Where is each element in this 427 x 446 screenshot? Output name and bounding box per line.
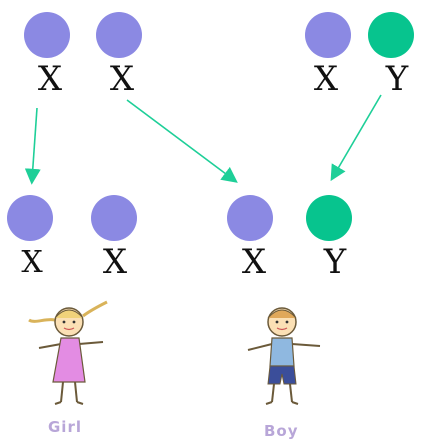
father-label-x: X xyxy=(313,59,339,99)
son-label-x: X xyxy=(241,242,267,282)
daughter-x-chromosome-2 xyxy=(91,195,137,241)
mother-x-chromosome-1 xyxy=(24,12,70,58)
father-label-y: Y xyxy=(385,59,409,99)
daughter-label-2: X xyxy=(102,242,128,282)
arrow-mother-to-daughter xyxy=(24,107,41,185)
girl-figure-icon xyxy=(28,300,108,405)
mother-label-1: X xyxy=(37,59,63,99)
father-x-chromosome xyxy=(305,12,351,58)
father-y-chromosome xyxy=(368,12,414,58)
arrow-father-to-son xyxy=(330,94,382,182)
son-y-chromosome xyxy=(306,195,352,241)
boy-caption: Boy xyxy=(264,422,299,440)
mother-x-chromosome-2 xyxy=(96,12,142,58)
mother-label-2: X xyxy=(109,59,135,99)
girl-caption: Girl xyxy=(48,418,82,436)
daughter-label-1: X xyxy=(21,245,43,280)
daughter-x-chromosome-1 xyxy=(7,195,53,241)
arrow-mother-to-son xyxy=(126,99,238,183)
son-label-y: Y xyxy=(323,242,347,282)
son-x-chromosome xyxy=(227,195,273,241)
boy-figure-icon xyxy=(247,307,321,405)
